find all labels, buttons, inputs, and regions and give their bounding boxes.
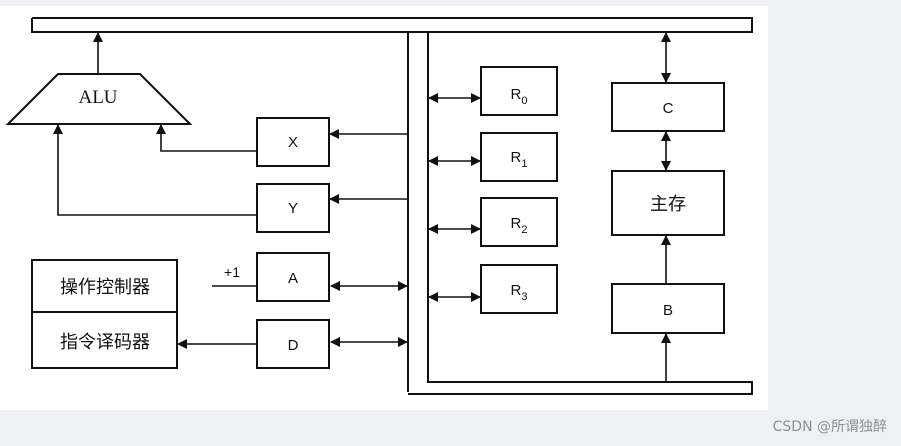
register-r2-box xyxy=(480,197,558,247)
x-to-alu-arrow xyxy=(156,124,257,152)
instr-decoder-label: 指令译码器 xyxy=(60,332,150,353)
main-memory-label: 主存 xyxy=(650,194,686,215)
register-c-label: C xyxy=(663,100,674,117)
r0-index: 0 xyxy=(521,95,527,107)
r1-letter: R xyxy=(511,149,522,166)
register-d-label: D xyxy=(288,337,299,354)
r2-index: 2 xyxy=(521,224,527,236)
r3-letter: R xyxy=(511,282,522,299)
increment-label: +1 xyxy=(224,264,240,280)
register-y-box xyxy=(256,183,330,233)
r2-letter: R xyxy=(511,215,522,232)
top-bus xyxy=(31,17,753,395)
register-r3-label: R3 xyxy=(511,282,528,303)
y-to-alu-arrow xyxy=(53,124,257,216)
r0-letter: R xyxy=(511,86,522,103)
register-x-label: X xyxy=(288,134,298,151)
op-controller-label: 操作控制器 xyxy=(60,277,150,298)
watermark: CSDN @所谓独醉 xyxy=(772,419,887,435)
alu-shape xyxy=(5,73,193,125)
register-b-label: B xyxy=(663,302,673,319)
r3-index: 3 xyxy=(521,291,527,303)
register-r1-box xyxy=(480,132,558,182)
register-x-box xyxy=(256,117,330,167)
register-y-label: Y xyxy=(288,200,298,217)
r1-index: 1 xyxy=(521,158,527,170)
alu-label: ALU xyxy=(78,87,117,108)
register-r3-box xyxy=(480,264,558,314)
register-r0-box xyxy=(480,66,558,116)
register-r0-label: R0 xyxy=(511,86,528,107)
register-a-label: A xyxy=(288,270,298,287)
register-r2-label: R2 xyxy=(511,215,528,236)
register-a-box xyxy=(256,252,330,302)
register-r1-label: R1 xyxy=(511,149,528,170)
